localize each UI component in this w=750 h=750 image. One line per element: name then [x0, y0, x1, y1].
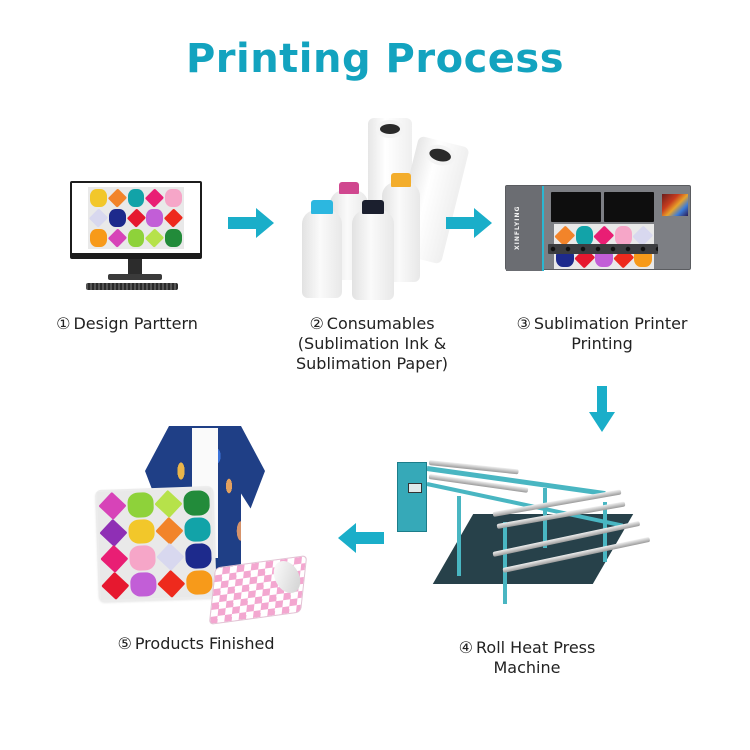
- ink-bottle-black: [352, 210, 394, 300]
- pattern-tile: [165, 229, 182, 247]
- cap-cyan: [311, 200, 333, 214]
- pattern-tile: [163, 208, 184, 228]
- pattern-tile: [126, 208, 146, 228]
- ink-bottle-cyan: [302, 210, 342, 298]
- press-control-screen: [408, 483, 422, 493]
- cap-yellow: [391, 173, 411, 187]
- pattern-tile: [183, 490, 211, 516]
- arrow-down-icon: [589, 386, 615, 432]
- press-control-box: [397, 462, 427, 532]
- printer-display: [662, 194, 688, 216]
- pattern-tile: [155, 516, 184, 545]
- monitor-screen: [70, 181, 202, 259]
- pattern-tile: [88, 208, 108, 228]
- keyboard: [86, 283, 178, 290]
- step-3-printer-image: XINFLYING: [505, 185, 691, 271]
- pattern-tile: [99, 518, 128, 547]
- printer-window: [551, 192, 601, 222]
- pattern-tile: [108, 209, 126, 227]
- step-4-heat-press-image: [393, 452, 663, 612]
- step-2-consumables-image: [296, 118, 470, 300]
- step-1-monitor-image: [70, 181, 202, 293]
- printer-window: [604, 192, 654, 222]
- pattern-tile: [575, 226, 594, 246]
- arrow-right-icon: [228, 208, 274, 238]
- pattern-tile: [614, 226, 633, 246]
- printhead-bar: [548, 244, 658, 254]
- pattern-tile: [90, 189, 107, 207]
- pattern-tile: [632, 225, 654, 246]
- pattern-tile: [101, 571, 130, 600]
- arrow-left-icon: [338, 523, 384, 553]
- page-title: Printing Process: [185, 36, 565, 82]
- pattern-tile: [146, 209, 164, 227]
- pattern-tile: [184, 516, 211, 542]
- pattern-tile: [127, 492, 155, 518]
- pattern-tile: [554, 225, 576, 246]
- patterned-pillow: [95, 485, 217, 603]
- monitor-base: [108, 274, 162, 280]
- pattern-tile: [128, 518, 155, 544]
- monitor-stand: [128, 259, 142, 275]
- pattern-tile: [127, 229, 145, 247]
- arrow-right-icon: [446, 208, 492, 238]
- pattern-tile: [90, 229, 107, 247]
- pattern-tile: [129, 571, 157, 597]
- printer-brand: XINFLYING: [514, 205, 521, 251]
- design-pattern: [88, 187, 184, 249]
- pattern-tile: [185, 543, 212, 569]
- pattern-tile: [185, 569, 213, 595]
- pattern-tile: [100, 544, 129, 573]
- pattern-tile: [127, 189, 145, 207]
- pattern-tile: [154, 489, 183, 518]
- pattern-tile: [157, 569, 186, 598]
- pattern-tile: [593, 225, 615, 246]
- step-5-products-image: [85, 408, 308, 628]
- pattern-tile: [107, 228, 127, 248]
- cap-magenta: [339, 182, 359, 194]
- pattern-tile: [156, 542, 185, 571]
- pattern-tile: [145, 188, 165, 208]
- pattern-tile: [129, 545, 156, 571]
- pattern-tile: [107, 188, 127, 208]
- pattern-tile: [165, 189, 182, 207]
- pattern-tile: [145, 228, 165, 248]
- cap-black: [362, 200, 384, 214]
- pattern-tile: [98, 491, 127, 520]
